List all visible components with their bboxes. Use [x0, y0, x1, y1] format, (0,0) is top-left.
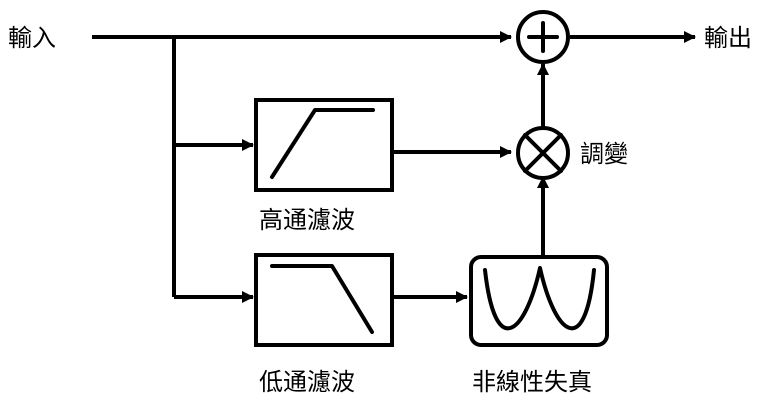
lowpass-response-icon: [270, 264, 374, 334]
nonlinear-label: 非線性失真: [472, 368, 592, 396]
highpass-response-icon: [270, 108, 375, 179]
lowpass-filter-block: [254, 253, 394, 347]
highpass-filter-block: [254, 98, 394, 192]
lowpass-label: 低通濾波: [259, 368, 355, 396]
input-label: 輸入: [8, 24, 56, 52]
multiplier-node: [516, 126, 570, 180]
distortion-waveform-icon: [483, 266, 596, 331]
adder-node: [516, 10, 570, 64]
nonlinear-distortion-block: [469, 255, 609, 347]
highpass-label: 高通濾波: [259, 206, 355, 234]
connections: [92, 31, 696, 303]
modulation-label: 調變: [580, 140, 628, 168]
output-label: 輸出: [704, 24, 752, 52]
